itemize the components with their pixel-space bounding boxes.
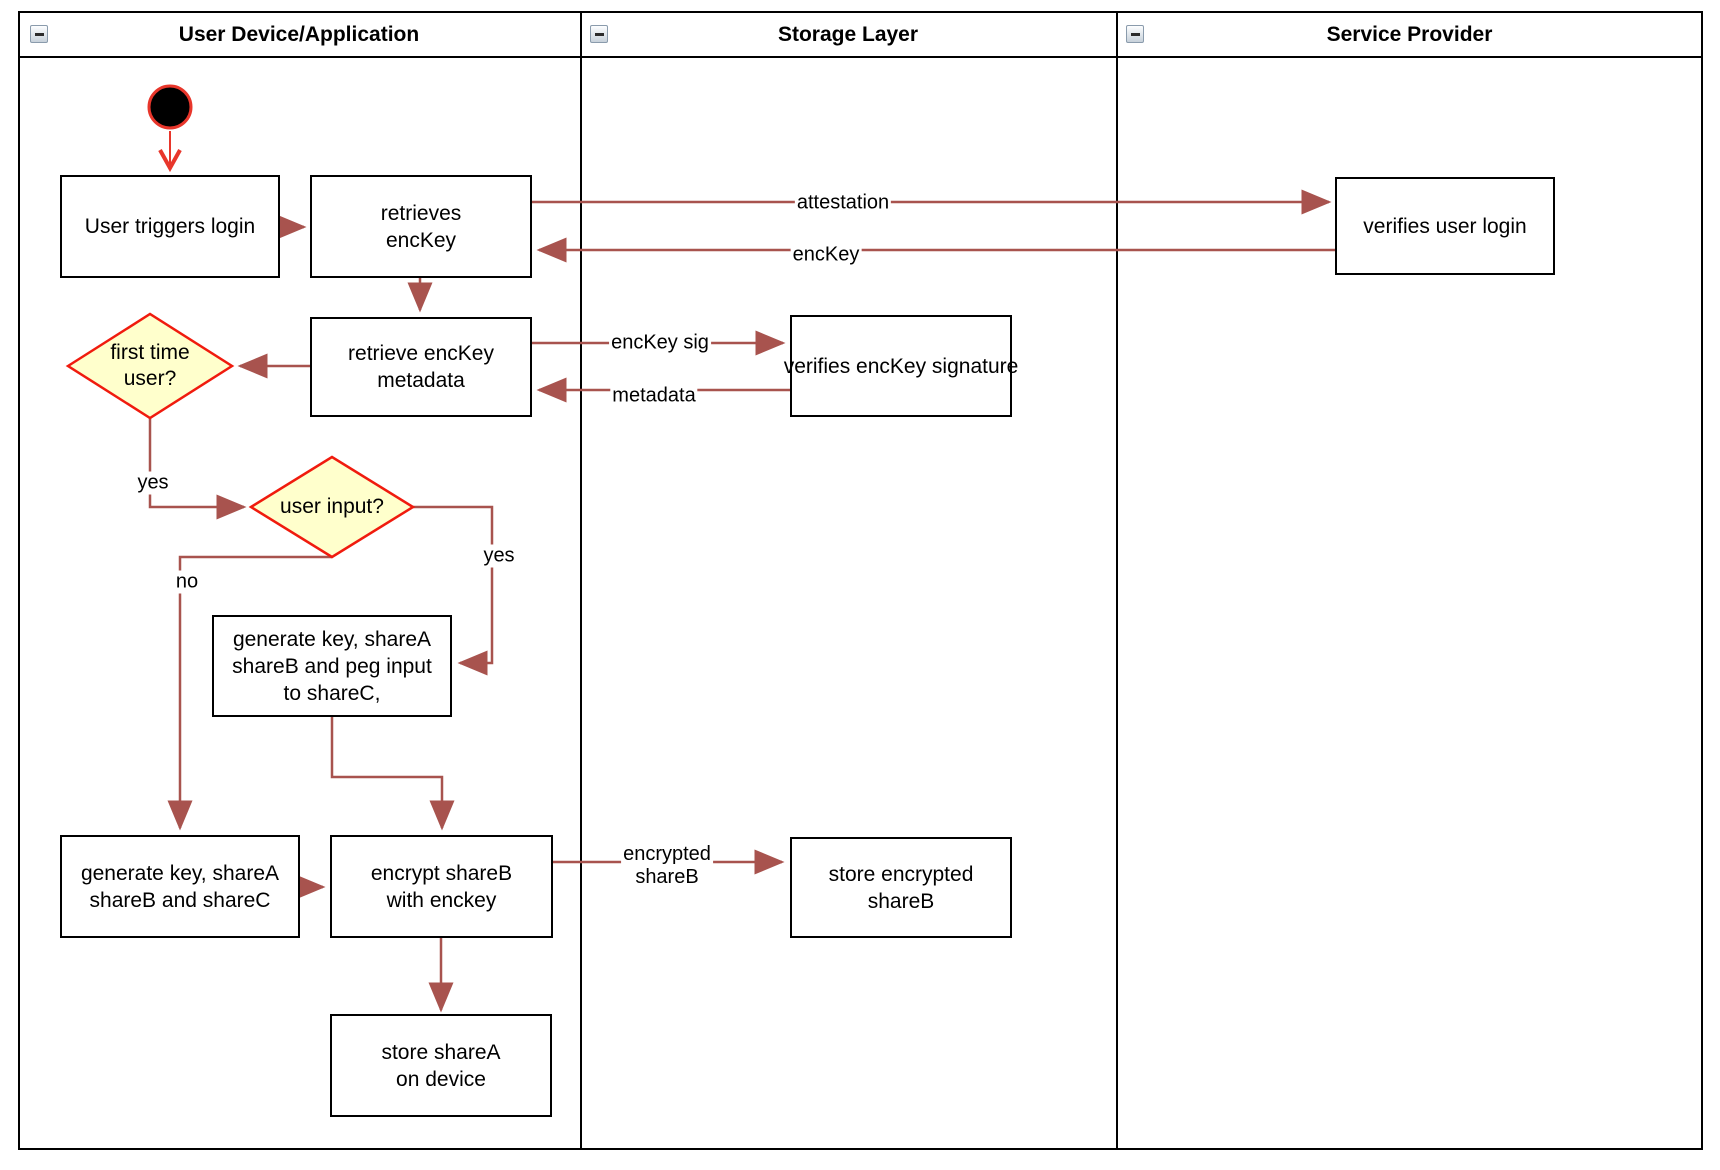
node-store-sharea[interactable]: store shareA on device [330,1014,552,1117]
decision-first-time-user[interactable] [65,312,235,420]
edge-label-yes-first-time: yes [135,471,171,495]
node-verifies-user-login[interactable]: verifies user login [1335,177,1555,275]
lane-title: Service Provider [1326,22,1493,46]
node-label: User triggers login [84,215,256,238]
node-verifies-enckey-signature[interactable]: verifies encKey signature [784,315,1018,417]
node-generate-key-sharec[interactable]: generate key, shareA shareB and shareC [60,835,300,938]
edge-label-metadata: metadata [610,384,698,408]
minus-glyph [1130,32,1140,36]
node-label: generate key, shareA shareB and peg inpu… [232,627,432,705]
lane-title: Storage Layer [777,22,919,46]
edge-label-encrypted-shareb: encrypted shareB [621,843,713,889]
node-label: store encrypted shareB [828,862,974,913]
edge-userinput-no[interactable] [167,555,332,831]
collapse-icon[interactable] [30,25,48,43]
minus-glyph [34,32,44,36]
edge-label-yes-user-input: yes [481,544,517,568]
edge-label-enckey-sig: encKey sig [609,331,711,355]
node-label: generate key, shareA shareB and shareC [80,861,280,912]
node-generate-key-peg-input[interactable]: generate key, shareA shareB and peg inpu… [212,615,452,717]
minus-glyph [594,32,604,36]
node-retrieves-enckey[interactable]: retrieves encKey [310,175,532,278]
node-label: retrieve encKey metadata [348,342,494,392]
node-encrypt-shareb[interactable]: encrypt shareB with enckey [330,835,553,938]
lane-header-storage-layer[interactable]: Storage Layer [582,13,1114,56]
collapse-icon[interactable] [590,25,608,43]
node-store-encrypted-shareb[interactable]: store encrypted shareB [790,837,1012,938]
decision-label-user-input: user input? [280,495,384,518]
node-label: verifies user login [1363,214,1527,238]
node-label: encrypt shareB with enckey [370,861,513,912]
lane-separator [1116,11,1118,1150]
lane-title: User Device/Application [178,22,420,46]
node-label: retrieves encKey [380,201,462,252]
edge-userinput-yes[interactable] [413,505,494,676]
node-label: verifies encKey signature [783,354,1019,378]
edge-label-enckey: encKey [790,243,862,267]
decision-user-input[interactable] [248,455,416,559]
edge-firsttime-yes[interactable] [148,418,247,520]
edge-peginput-to-encrypt[interactable] [330,717,455,831]
lane-separator [580,11,582,1150]
node-label: store shareA on device [381,1040,501,1091]
lane-header-divider [18,56,1703,58]
collapse-icon[interactable] [1126,25,1144,43]
start-node[interactable] [147,84,193,130]
decision-label-first-time-user: first time user? [110,341,190,390]
lane-header-service-provider[interactable]: Service Provider [1118,13,1701,56]
node-user-triggers-login[interactable]: User triggers login [60,175,280,278]
edge-label-attestation: attestation [794,191,892,215]
node-retrieve-enckey-metadata[interactable]: retrieve encKey metadata [310,317,532,417]
edge-label-no-user-input: no [173,570,201,594]
lane-header-user-device[interactable]: User Device/Application [20,13,578,56]
